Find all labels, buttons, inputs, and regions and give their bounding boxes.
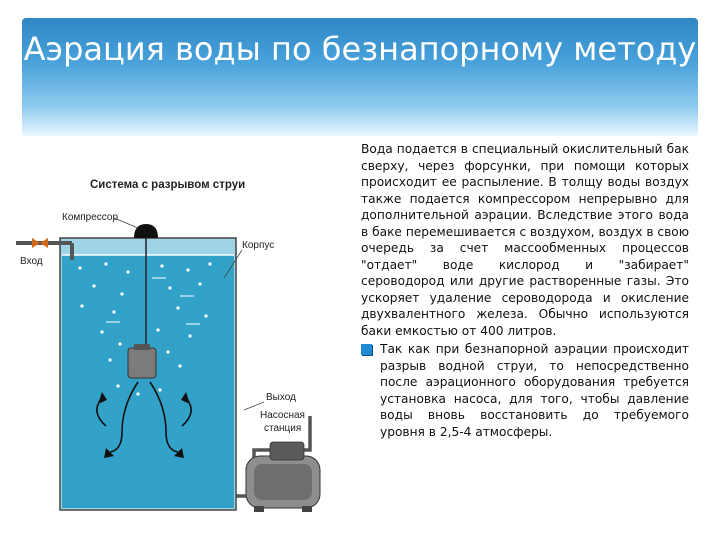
bullet-item: Так как при безнапорной аэрации происход… (361, 341, 689, 440)
air-diffuser (127, 347, 157, 379)
compressor (134, 224, 158, 238)
label-outlet: Выход (266, 392, 296, 403)
label-tank: Корпус (242, 240, 274, 251)
air-bubbles (78, 262, 212, 396)
label-pump-line2: станция (264, 423, 301, 434)
slide-title: Аэрация воды по безнапорному методу (23, 30, 697, 68)
bullet-text: Так как при безнапорной аэрации происход… (380, 342, 689, 439)
label-compressor: Компрессор (62, 212, 118, 223)
title-banner (22, 18, 698, 136)
pump-station (245, 441, 321, 512)
inlet-valve-icon (32, 238, 40, 248)
tank-water (62, 255, 234, 508)
square-bullet-icon (361, 344, 372, 355)
aeration-diagram: Система с разрывом струи Вход Компрессор… (16, 179, 321, 512)
water-lines (106, 277, 200, 325)
body-text: Вода подается в специальный окислительны… (361, 141, 689, 440)
label-inlet: Вход (20, 256, 43, 267)
label-pump-line1: Насосная (260, 410, 305, 421)
diagram-title: Система с разрывом струи (90, 179, 245, 191)
description-paragraph: Вода подается в специальный окислительны… (361, 142, 689, 338)
